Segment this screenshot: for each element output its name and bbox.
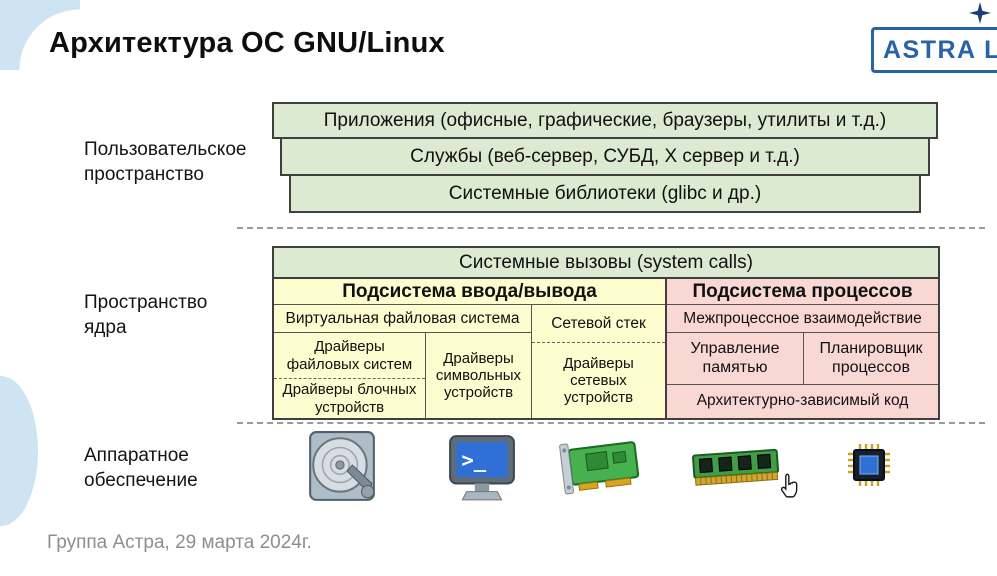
label-kernel-space: Пространство ядра — [84, 292, 208, 339]
vfs-cell: Виртуальная файловая система — [274, 305, 531, 333]
process-subsystem-header: Подсистема процессов — [667, 279, 938, 305]
svg-text:>_: >_ — [461, 448, 486, 472]
syscalls-row: Системные вызовы (system calls) — [274, 248, 938, 279]
block-drivers-cell: Драйверы блочных устройств — [274, 378, 425, 418]
ipc-cell: Межпроцессное взаимодействие — [667, 305, 938, 333]
kernel-space-table: Системные вызовы (system calls) Подсисте… — [272, 246, 940, 420]
cpu-icon — [842, 440, 896, 495]
page-title: Архитектура ОС GNU/Linux — [49, 27, 445, 59]
net-drivers-cell: Драйверы сетевых устройств — [563, 354, 634, 407]
astra-linux-logo: ASTRA LINUX — [871, 27, 997, 73]
user-space-row-libraries: Системные библиотеки (glibc и др.) — [289, 176, 921, 213]
fs-drivers-cell: Драйверы файловых систем — [286, 338, 413, 373]
footer-text: Группа Астра, 29 марта 2024г. — [47, 532, 312, 553]
logo-text: ASTRA LINUX — [883, 35, 997, 64]
separator-user-kernel — [237, 227, 985, 229]
corner-decoration — [0, 0, 80, 70]
separator-kernel-hardware — [237, 422, 985, 424]
scheduler-cell: Планировщик процессов — [819, 340, 923, 376]
io-subsystem: Подсистема ввода/вывода Виртуальная файл… — [274, 279, 667, 418]
ram-icon — [691, 445, 782, 496]
hdd-icon — [306, 430, 378, 509]
io-subsystem-header: Подсистема ввода/вывода — [274, 279, 665, 305]
terminal-icon: >_ — [448, 432, 516, 509]
label-hardware: Аппаратное обеспечение — [84, 445, 198, 492]
network-stack-cell: Сетевой стек — [532, 305, 665, 343]
char-drivers-cell: Драйверы символьных устройств — [435, 349, 522, 402]
arch-dependent-cell: Архитектурно-зависимый код — [696, 392, 909, 410]
star-icon — [969, 2, 991, 24]
user-space-row-applications: Приложения (офисные, графические, браузе… — [272, 102, 938, 139]
hand-cursor-icon — [779, 472, 801, 500]
left-edge-decoration — [0, 376, 38, 526]
label-user-space: Пользовательское пространство — [84, 139, 247, 186]
network-card-icon — [552, 433, 647, 506]
process-subsystem: Подсистема процессов Межпроцессное взаим… — [667, 279, 938, 418]
user-space-table: Приложения (офисные, графические, браузе… — [272, 102, 938, 213]
memory-management-cell: Управление памятью — [667, 333, 804, 384]
user-space-row-services: Службы (веб-сервер, СУБД, X сервер и т.д… — [280, 139, 930, 176]
